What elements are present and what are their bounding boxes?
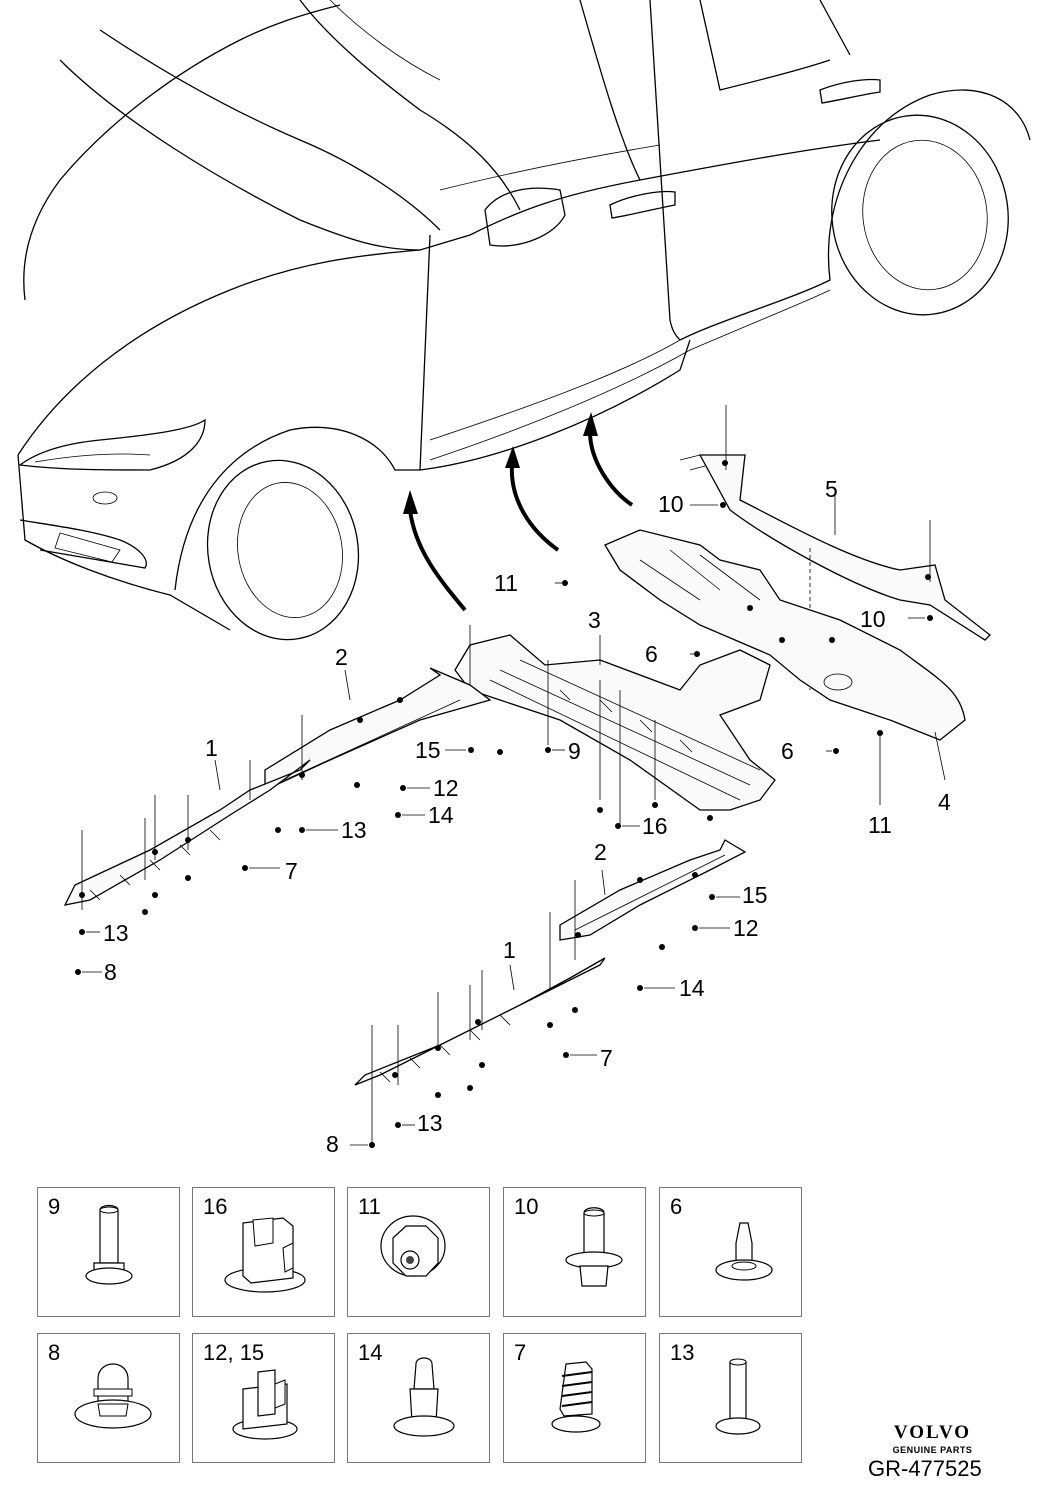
- callout-13: 13: [103, 920, 129, 946]
- callout-11: 11: [494, 570, 518, 596]
- part-1-sill-shields: [63, 715, 606, 1145]
- fastener-label: 11: [358, 1194, 381, 1219]
- fastener-label: 13: [670, 1340, 695, 1365]
- flange-nut-icon: [380, 1215, 446, 1277]
- fastener-cell-16: 16: [192, 1187, 335, 1317]
- fastener-label: 14: [358, 1340, 383, 1365]
- callout-10: 10: [860, 606, 886, 632]
- callout-2: 2: [335, 644, 348, 670]
- stud-pin-icon: [715, 1358, 761, 1435]
- fastener-cell-9: 9: [37, 1187, 180, 1317]
- callout-14: 14: [679, 975, 705, 1001]
- brand-subtitle: GENUINE PARTS: [892, 1445, 973, 1455]
- callout-7: 7: [600, 1045, 613, 1071]
- clip-nut-icon: [224, 1217, 306, 1293]
- fastener-label: 7: [514, 1340, 527, 1365]
- callout-10: 10: [658, 491, 684, 517]
- plastic-nut-icon: [74, 1363, 152, 1429]
- callout-13: 13: [417, 1110, 443, 1136]
- brand-block: VOLVO GENUINE PARTS: [870, 1422, 995, 1455]
- callout-3: 3: [588, 607, 601, 633]
- callout-14: 14: [428, 802, 454, 828]
- assembly-arrows: [403, 412, 634, 612]
- loose-fasteners: [75, 490, 946, 1148]
- callout-12: 12: [733, 915, 759, 941]
- vehicle-outline: [17, 0, 1031, 641]
- callout-7: 7: [285, 858, 298, 884]
- flange-bolt-icon: [565, 1207, 623, 1287]
- callout-15: 15: [415, 737, 441, 763]
- callout-6: 6: [781, 738, 794, 764]
- fastener-cell-14: 14: [347, 1333, 490, 1463]
- callout-labels: 1 1 2 2 3 4 5 6 6 7 7 8 8 9 10 10 11 11 …: [103, 476, 951, 1157]
- fastener-cell-10: 10: [503, 1187, 646, 1317]
- fastener-label: 10: [514, 1194, 539, 1219]
- callout-8: 8: [104, 959, 117, 985]
- callout-13: 13: [341, 817, 367, 843]
- callout-1: 1: [503, 937, 516, 963]
- fastener-label: 16: [203, 1194, 228, 1219]
- part-4-rear-shield: [604, 529, 966, 741]
- fastener-cell-6: 6: [659, 1187, 802, 1317]
- threaded-screw-icon: [551, 1361, 601, 1433]
- part-2-side-shields: [264, 667, 747, 941]
- fastener-label: 6: [670, 1194, 683, 1219]
- fastener-cell-11: 11: [347, 1187, 490, 1317]
- fastener-cell-8: 8: [37, 1333, 180, 1463]
- fastener-cell-13: 13: [659, 1333, 802, 1463]
- callout-15: 15: [742, 882, 768, 908]
- fastener-label: 12, 15: [203, 1340, 265, 1365]
- fastener-cell-7: 7: [503, 1333, 646, 1463]
- push-rivet-icon: [715, 1222, 773, 1281]
- fastener-label: 9: [48, 1194, 61, 1219]
- pin-fastener-icon: [85, 1204, 133, 1285]
- callout-8: 8: [326, 1131, 339, 1157]
- diagram-reference: GR-477525: [868, 1456, 982, 1481]
- part-3-main-shield: [454, 625, 776, 825]
- snap-clip-icon: [232, 1369, 298, 1440]
- callout-6: 6: [645, 641, 658, 667]
- fastener-cell-12-15: 12, 15: [192, 1333, 335, 1463]
- callout-5: 5: [825, 476, 838, 502]
- callout-16: 16: [642, 813, 668, 839]
- expansion-rivet-icon: [393, 1357, 455, 1437]
- callout-1: 1: [205, 735, 218, 761]
- callout-2: 2: [594, 839, 607, 865]
- callout-4: 4: [938, 789, 951, 815]
- brand-logo: VOLVO: [893, 1422, 972, 1443]
- fastener-label: 8: [48, 1340, 61, 1365]
- callout-9: 9: [568, 738, 581, 764]
- callout-11: 11: [868, 812, 892, 838]
- callout-12: 12: [433, 775, 459, 801]
